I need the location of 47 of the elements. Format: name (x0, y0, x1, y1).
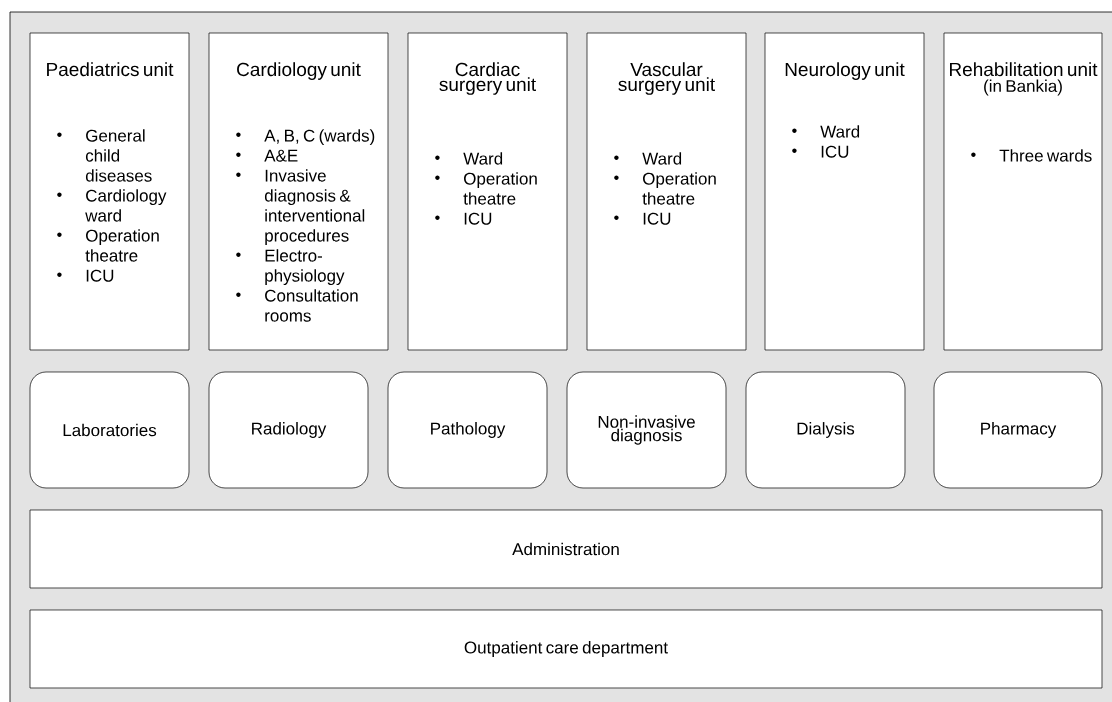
list-item: Ward (614, 152, 682, 165)
box-label: Radiology (252, 422, 327, 438)
unit-box (764, 32, 925, 351)
list-item: Ward (792, 125, 860, 138)
box-label: Pharmacy (981, 422, 1057, 438)
list-item: ICU (435, 212, 492, 225)
unit-heading: Cardiology unit (237, 62, 361, 80)
unit-heading: Neurology unit (785, 62, 905, 80)
list-item: Electro-physiology (236, 249, 345, 286)
list-item: ICU (792, 145, 849, 158)
list-item: General child diseases (57, 129, 152, 182)
list-item: A&E (236, 149, 298, 162)
unit-box (943, 32, 1103, 351)
unit-box (208, 32, 389, 351)
list-item: A, B, C (wards) (236, 129, 375, 146)
box-label: Outpatient care department (464, 641, 668, 657)
location-note: (in Bankia) (984, 79, 1062, 96)
service-box (566, 371, 727, 489)
unit-box (586, 32, 747, 351)
list-item: Operation theatre (57, 229, 159, 262)
box-label: Pathology (431, 422, 506, 438)
service-box (933, 371, 1103, 489)
department-band (29, 609, 1103, 689)
list-item: ICU (614, 212, 671, 225)
service-box (745, 371, 906, 489)
service-box (208, 371, 369, 489)
list-item: Invasive diagnosis & interventional procedures (236, 169, 365, 246)
list-item: Ward (435, 152, 503, 165)
list-item: ICU (57, 269, 114, 282)
unit-heading: Rehabilitation unit (950, 62, 1098, 77)
list-item: Consultation rooms (236, 289, 358, 322)
service-box (29, 371, 190, 489)
list-item: Three wards (971, 149, 1092, 162)
list-item: Operation theatre (614, 172, 716, 205)
box-label: Dialysis (797, 422, 855, 438)
box-label: Administration (512, 542, 619, 556)
unit-heading: Paediatrics unit (47, 62, 174, 77)
department-band (29, 509, 1103, 589)
box-label: Non-invasive diagnosis (598, 415, 695, 445)
unit-heading: Vascular surgery unit (618, 62, 715, 95)
unit-heading: Cardiac surgery unit (439, 62, 536, 95)
list-item: Operation theatre (435, 172, 537, 205)
unit-box (29, 32, 190, 351)
list-item: Cardiology ward (57, 189, 167, 222)
service-box (387, 371, 548, 489)
box-label: Laboratories (63, 423, 157, 437)
unit-box (407, 32, 568, 351)
